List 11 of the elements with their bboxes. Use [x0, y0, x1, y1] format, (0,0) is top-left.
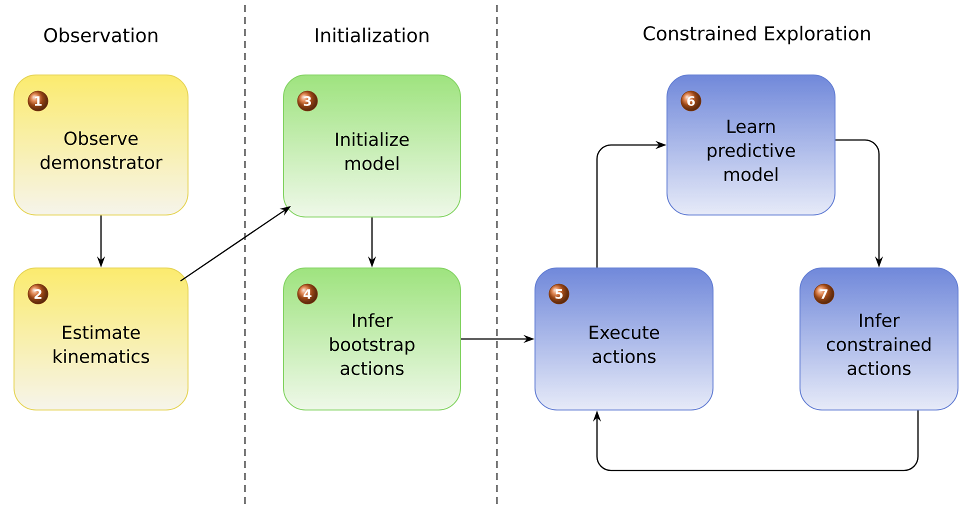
process-box: Observe demonstrator 1: [14, 74, 188, 216]
column-heading: Observation: [44, 28, 158, 42]
process-box: Initialize model 3: [283, 74, 461, 218]
process-box: Estimate kinematics 2: [14, 268, 188, 410]
arrow: [592, 410, 919, 472]
process-box: Infer bootstrap actions 4: [283, 268, 461, 410]
process-box: Infer constrained actions 7: [800, 268, 958, 410]
process-box: Learn predictive model 6: [666, 74, 836, 216]
column-heading: Constrained Exploration: [644, 26, 870, 44]
process-box: Execute actions 5: [534, 268, 714, 410]
column-heading: Initialization: [316, 28, 428, 42]
